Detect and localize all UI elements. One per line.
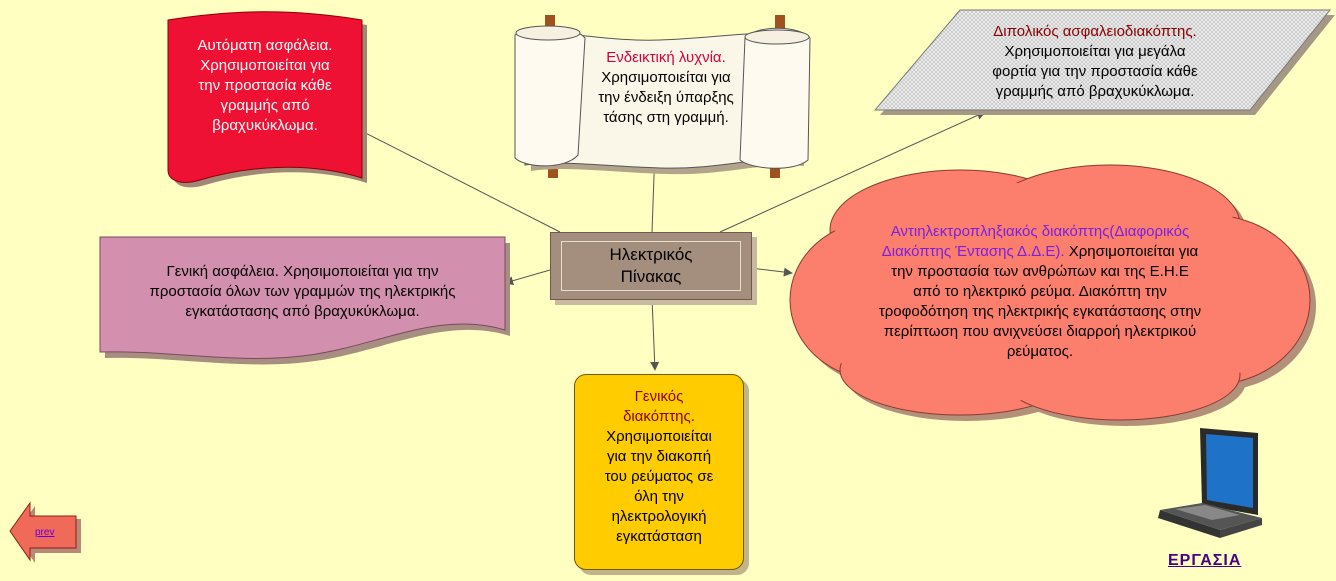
center-node: Ηλεκτρικός Πίνακας [550,232,752,300]
dipolikos-line: φορτία για την προστασία κάθε [992,63,1198,80]
geniki-node: Γενική ασφάλεια. Χρησιμοποιείται για την… [105,262,500,322]
genikos-line: όλη την [634,488,684,505]
center-line: Πίνακας [620,267,682,286]
center-line: Ηλεκτρικός [609,245,693,264]
automati-node-shape [167,11,367,188]
connector-antilektro [749,267,793,277]
dipolikos-node: Διπολικός ασφαλειοδιακόπτης. Χρησιμοποιε… [930,22,1260,102]
prev-arrow-icon[interactable] [9,501,81,563]
endeiktiki-line: Χρησιμοποιείται για [601,69,731,86]
antilektro-cloud-shape [789,164,1316,426]
connector-automati [339,119,561,233]
endeiktiki-scroll-shape [514,15,811,178]
geniki-line: Γενική ασφάλεια. Χρησιμοποιείται για την [166,263,439,280]
antilektro-node: Αντιηλεκτροπληξιακός διακόπτης(Διαφορικό… [835,222,1245,362]
ergasia-link[interactable]: ΕΡΓΑΣΙΑ [1168,552,1242,569]
automati-line: γραμμής από [220,97,310,114]
dipolikos-title: Διπολικός ασφαλειοδιακόπτης. [993,23,1197,40]
dipolikos-node-shape [873,9,1335,115]
automati-node: Αυτόματη ασφάλεια. Χρησιμοποιείται για τ… [170,36,360,136]
antilektro-line: την προστασία των ανθρώπων και της Ε.Η.Ε [891,263,1189,280]
connector-dipolikos [719,111,986,233]
automati-line: βραχυκύκλωμα. [212,117,318,134]
geniki-node-shape [99,236,510,365]
dipolikos-line: γραμμής από βραχυκύκλωμα. [995,83,1195,100]
endeiktiki-title: Ενδεικτική λυχνία. [606,49,726,66]
antilektro-title-cont: Διακόπτης Έντασης Δ.Δ.Ε). [881,243,1065,260]
prev-link[interactable]: prev [35,527,55,538]
genikos-line: εγκατάσταση [616,528,702,545]
antilektro-title: Αντιηλεκτροπληξιακός διακόπτης(Διαφορικό… [890,223,1190,240]
genikos-title: Γενικός [634,388,684,405]
laptop-icon [1158,428,1262,538]
genikos-node: Γενικός διακόπτης. Χρησιμοποιείται για τ… [574,374,744,570]
antilektro-line: από το ηλεκτρικό ρεύμα. Διακόπτη την [913,283,1167,300]
automati-line: Χρησιμοποιείται για [200,57,330,74]
antilektro-line: Χρησιμοποιείται για [1064,243,1199,260]
geniki-line: προστασία όλων των γραμμών της ηλεκτρική… [149,283,456,300]
genikos-line: του ρεύματος σε [604,468,714,485]
connector-genikos [650,297,660,371]
endeiktiki-line: την ένδειξη ύπαρξης [598,89,734,106]
antilektro-line: τροφοδότηση της ηλεκτρικής εγκατάστασης … [878,303,1202,320]
genikos-title: διακόπτης. [623,408,695,425]
automati-title: Αυτόματη ασφάλεια. [197,37,333,54]
automati-line: την προστασία κάθε [198,77,332,94]
endeiktiki-node: Ενδεικτική λυχνία. Χρησιμοποιείται για τ… [578,48,754,128]
antilektro-line: περίπτωση που ανιχνεύσει διαρροή ηλεκτρι… [883,323,1197,340]
genikos-line: ηλεκτρολογική [611,508,707,525]
genikos-line: για την διακοπή [606,448,712,465]
genikos-line: Χρησιμοποιείται [606,428,712,445]
antilektro-line: ρεύματος. [1006,343,1074,360]
geniki-line: εγκατάστασης από βραχυκύκλωμα. [185,303,420,320]
endeiktiki-line: τάσης στη γραμμή. [603,109,729,126]
dipolikos-line: Χρησιμοποιείται για μεγάλα [1004,43,1186,60]
connector-geniki [504,269,551,286]
